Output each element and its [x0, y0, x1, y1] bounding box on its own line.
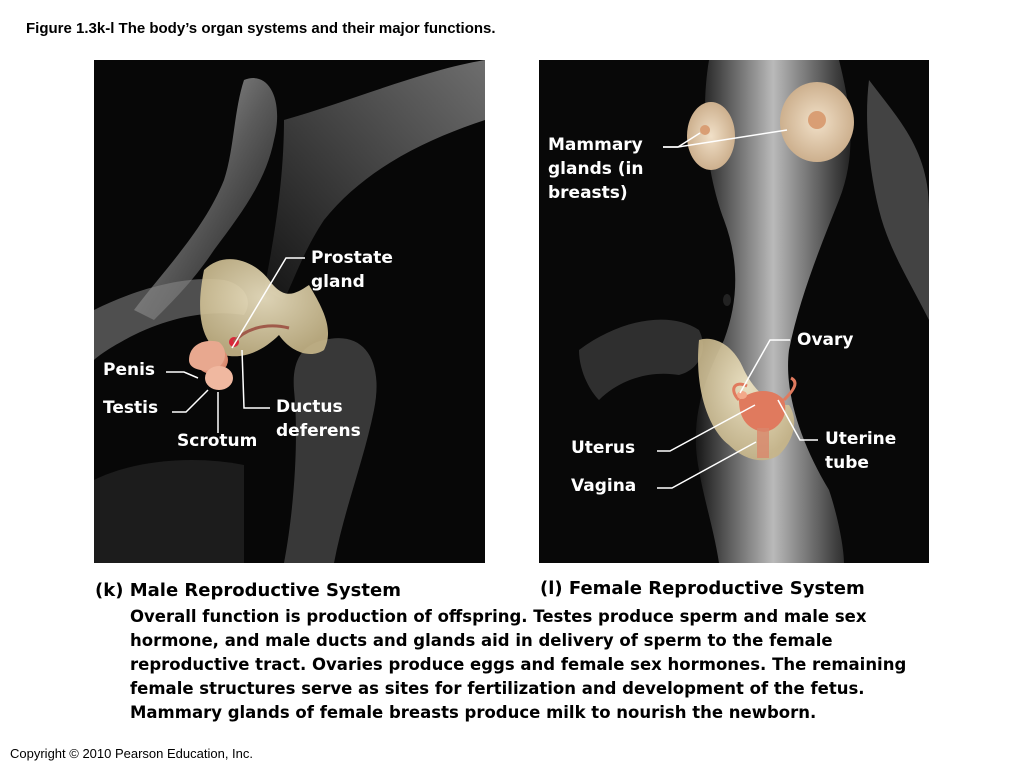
- label-uterus: Uterus: [571, 438, 636, 458]
- label-uterine-line-1: Uterine: [825, 429, 897, 449]
- label-scrotum: Scrotum: [177, 431, 258, 451]
- label-ductus-line-1: Ductus: [276, 397, 343, 417]
- label-mammary-line-3: breasts): [548, 183, 628, 203]
- caption-female-text: Female Reproductive System: [568, 578, 865, 599]
- female-reproductive-panel: [539, 60, 929, 563]
- label-testis: Testis: [103, 398, 159, 418]
- uterine-tube-leader: [777, 399, 818, 441]
- caption-female: (l) Female Reproductive System: [540, 578, 865, 599]
- label-vagina: Vagina: [571, 476, 637, 496]
- description-line: Overall function is production of offspr…: [130, 607, 867, 626]
- label-mammary-line-1: Mammary: [548, 135, 643, 155]
- caption-female-letter: (l): [540, 578, 563, 599]
- label-mammary-line-2: glands (in: [548, 159, 644, 179]
- description-line: Mammary glands of female breasts produce…: [130, 703, 817, 722]
- description-text: Overall function is production of offspr…: [130, 605, 990, 725]
- description-line: hormone, and male ducts and glands aid i…: [130, 631, 833, 650]
- label-prostate-line-1: Prostate: [311, 248, 393, 268]
- female-body-illustration: [539, 60, 929, 563]
- description-line: female structures serve as sites for fer…: [130, 679, 865, 698]
- testis-leader: [172, 389, 209, 413]
- prostate-leader: [231, 257, 305, 349]
- label-penis: Penis: [103, 360, 156, 380]
- figure-title: Figure 1.3k-l The body’s organ systems a…: [26, 20, 496, 37]
- male-body-illustration: [94, 60, 485, 563]
- label-mammary-glands: Mammary glands (in breasts): [548, 133, 643, 205]
- caption-male: (k) Male Reproductive System: [95, 580, 401, 601]
- label-uterine-line-2: tube: [825, 453, 869, 473]
- caption-male-letter: (k): [95, 580, 124, 601]
- label-prostate-line-2: gland: [311, 272, 365, 292]
- label-uterine-tube: Uterine tube: [825, 427, 896, 475]
- ovary-leader: [739, 339, 790, 394]
- vagina-leader: [657, 441, 757, 489]
- label-ductus-deferens: Ductus deferens: [276, 395, 361, 443]
- label-ductus-line-2: deferens: [276, 421, 361, 441]
- description-line: reproductive tract. Ovaries produce eggs…: [130, 655, 907, 674]
- penis-leader: [166, 371, 199, 379]
- copyright-notice: Copyright © 2010 Pearson Education, Inc.: [10, 746, 254, 761]
- caption-male-text: Male Reproductive System: [129, 580, 401, 601]
- label-prostate-gland: Prostate gland: [311, 246, 393, 294]
- male-reproductive-panel: [94, 60, 485, 563]
- ductus-leader: [241, 349, 270, 409]
- uterus-leader: [657, 404, 756, 452]
- mammary-leader-b: [663, 129, 788, 148]
- label-ovary: Ovary: [797, 330, 854, 350]
